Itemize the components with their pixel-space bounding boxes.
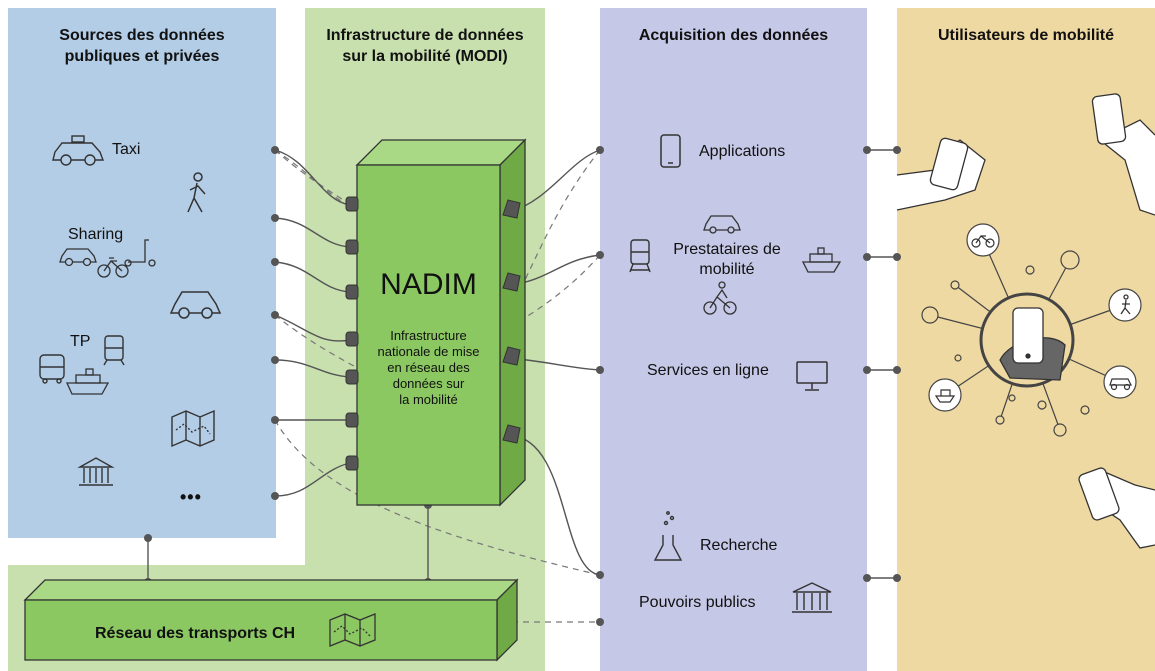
nadim-subtitle-line: Infrastructure (390, 328, 467, 343)
transport-network-bar (23, 578, 519, 662)
smartphone-icon (660, 134, 681, 168)
modi-title-line2: sur la mobilité (MODI) (342, 48, 508, 65)
bicycle-icon (971, 235, 995, 248)
hand-holding-phone-icon (896, 137, 986, 211)
hand-holding-phone-icon (1078, 467, 1155, 549)
providers-line2: mobilité (699, 261, 755, 278)
ship-icon (801, 247, 842, 273)
transport-network-label: Réseau des transports CH (95, 625, 296, 642)
modi-column-title: Infrastructure de données sur la mobilit… (305, 25, 545, 67)
acquisition-authorities-label: Pouvoirs publics (639, 594, 756, 611)
government-building-icon (77, 457, 115, 486)
hand-holding-phone-icon (1091, 93, 1155, 216)
source-sharing-label: Sharing (68, 226, 124, 243)
nadim-subtitle-line: nationale de mise (377, 344, 480, 359)
acquisition-applications-label: Applications (699, 143, 786, 160)
scooter-icon (124, 239, 156, 267)
source-tp-label: TP (70, 333, 91, 350)
sources-column-bg (8, 8, 276, 538)
nadim-subtitle-line: données sur (392, 376, 465, 391)
car-icon (59, 248, 97, 267)
train-icon (103, 335, 125, 366)
nadim-subtitle-line: en réseau des (387, 360, 470, 375)
nadim-block (355, 138, 527, 507)
car-icon (1109, 378, 1132, 391)
acquisition-column-bg (600, 8, 867, 671)
hand-holding-phone-icon (999, 307, 1066, 381)
sources-title-line2: publiques et privées (64, 48, 220, 65)
government-building-icon (792, 582, 832, 613)
car-icon (52, 135, 105, 166)
sources-column-title: Sources des données publiques et privées (8, 25, 276, 67)
map-icon (171, 409, 215, 448)
users-column-title: Utilisateurs de mobilité (937, 27, 1115, 44)
providers-line1: Prestataires de (673, 241, 781, 258)
train-icon (629, 239, 651, 273)
car-icon (703, 215, 741, 234)
monitor-icon (796, 361, 828, 391)
acquisition-online-label: Services en ligne (647, 362, 769, 379)
sources-title-line1: Sources des données (59, 27, 225, 44)
cyclist-icon (703, 281, 737, 315)
modi-title-line1: Infrastructure de données (326, 27, 524, 44)
source-more-label: ••• (180, 487, 202, 507)
nadim-subtitle: Infrastructure nationale de mise en rése… (357, 328, 500, 408)
bicycle-icon (97, 257, 129, 278)
flask-icon (653, 511, 683, 561)
acquisition-column-title: Acquisition des données (638, 27, 829, 44)
bus-icon (39, 354, 65, 384)
map-icon (329, 613, 376, 647)
nadim-title: NADIM (380, 268, 477, 301)
acquisition-providers-label: Prestataires de mobilité (657, 240, 797, 280)
ship-icon (934, 389, 956, 403)
source-taxi-label: Taxi (112, 141, 141, 158)
pedestrian-icon (1120, 294, 1131, 315)
car-icon (169, 291, 222, 319)
acquisition-research-label: Recherche (700, 537, 778, 554)
nadim-ports (345, 196, 521, 471)
pedestrian-icon (187, 172, 206, 213)
nadim-subtitle-line: la mobilité (399, 392, 458, 407)
ship-icon (65, 368, 110, 395)
